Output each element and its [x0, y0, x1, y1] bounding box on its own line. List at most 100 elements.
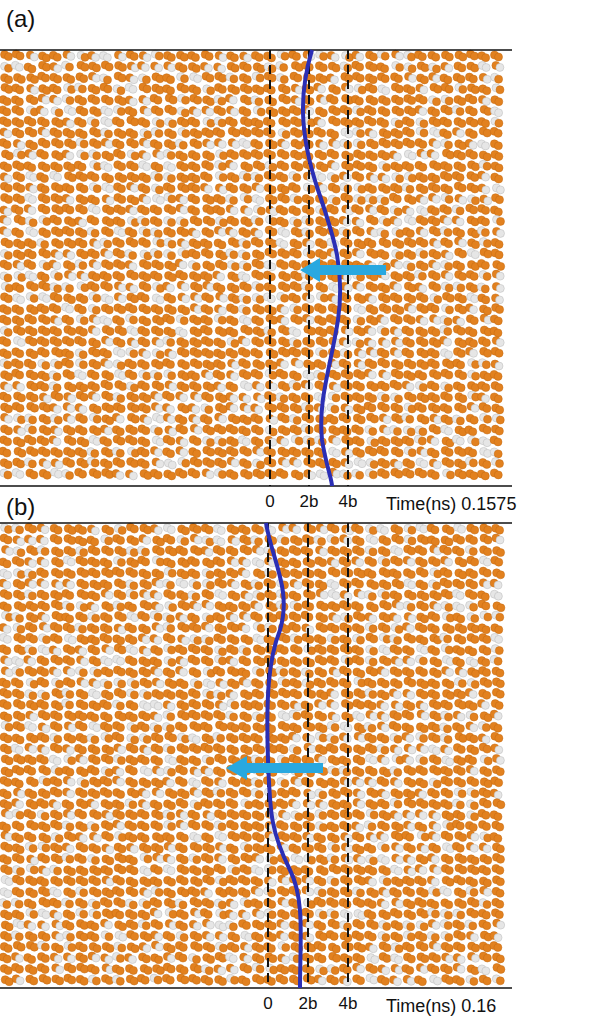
atom [267, 273, 275, 281]
atom [243, 296, 251, 304]
atom [105, 251, 113, 259]
atom [255, 141, 263, 149]
atom [293, 449, 301, 457]
atom [129, 108, 137, 116]
atom [168, 295, 176, 303]
atom [244, 383, 252, 391]
atom [167, 339, 175, 347]
atom [29, 196, 37, 204]
atom [28, 240, 36, 248]
atom [218, 241, 226, 249]
atom [257, 306, 265, 314]
atom [130, 239, 138, 247]
atom [281, 52, 289, 60]
atom [18, 394, 26, 402]
atom [91, 119, 99, 127]
atom [294, 459, 302, 467]
atom [230, 448, 238, 456]
atom [80, 393, 88, 401]
atom [192, 196, 200, 204]
atom [93, 470, 101, 478]
atom [194, 295, 202, 303]
atom [182, 295, 190, 303]
atom [282, 415, 290, 423]
atom [104, 164, 112, 172]
atom [267, 295, 275, 303]
atom [28, 65, 36, 73]
atom [181, 349, 189, 357]
atom [243, 241, 251, 249]
atom [130, 350, 138, 358]
atom [180, 426, 188, 434]
atom [118, 284, 126, 292]
atom [118, 53, 126, 61]
atom [293, 382, 301, 390]
atom [131, 328, 139, 336]
atom [180, 439, 188, 447]
atom [79, 230, 87, 238]
atom [293, 416, 301, 424]
atom [244, 284, 252, 292]
atom [17, 196, 25, 204]
atom [206, 471, 214, 479]
atom [243, 140, 251, 148]
atom [142, 119, 150, 127]
atom [243, 317, 251, 325]
atom [207, 119, 215, 127]
atom [106, 327, 114, 335]
atom [230, 306, 238, 314]
atom [67, 405, 75, 413]
atom [117, 219, 125, 227]
atom [268, 54, 276, 62]
atom [168, 372, 176, 380]
atom [243, 361, 251, 369]
atom [55, 393, 63, 401]
atom [257, 207, 265, 215]
atom [54, 75, 62, 83]
atom [319, 251, 327, 259]
atom [295, 472, 303, 480]
atom [219, 460, 227, 468]
atom [257, 163, 265, 171]
atom [218, 438, 226, 446]
atom [193, 87, 201, 95]
atom [155, 328, 163, 336]
atom [129, 85, 137, 93]
atom [94, 129, 102, 137]
atom [194, 361, 202, 369]
atom [130, 53, 138, 61]
atom [41, 383, 49, 391]
atom [4, 471, 12, 479]
atom [5, 196, 13, 204]
atom [256, 87, 264, 95]
atom [242, 274, 250, 282]
atom [231, 439, 239, 447]
atom [219, 449, 227, 457]
atom [320, 294, 328, 302]
atom [156, 296, 164, 304]
atom [30, 229, 38, 237]
atom [293, 208, 301, 216]
atom [218, 85, 226, 93]
atom [141, 218, 149, 226]
atom [257, 471, 265, 479]
atom [179, 417, 187, 425]
atom [129, 252, 137, 260]
atom [270, 109, 278, 117]
atom [40, 108, 48, 116]
atom [270, 350, 278, 358]
atom [143, 175, 151, 183]
atom [5, 373, 13, 381]
atom [16, 404, 24, 412]
atom [91, 459, 99, 467]
atom [207, 460, 215, 468]
atom [15, 98, 23, 106]
atom [79, 450, 87, 458]
atom [79, 240, 87, 248]
atom [78, 163, 86, 171]
atom [117, 151, 125, 159]
atom [280, 207, 288, 215]
atom [131, 394, 139, 402]
atom [280, 371, 288, 379]
atom [293, 108, 301, 116]
